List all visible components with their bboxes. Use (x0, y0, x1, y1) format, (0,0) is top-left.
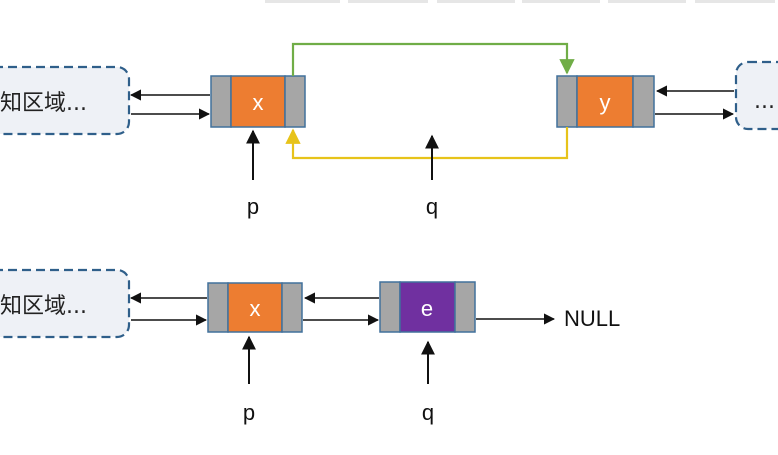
null-label: NULL (564, 306, 620, 331)
node-value: y (600, 90, 611, 115)
node-value: x (253, 90, 264, 115)
unknown-region-text: 知区域... (0, 294, 87, 319)
unknown-region-text: ... (754, 89, 775, 114)
node-e-bottom: e (379, 281, 476, 333)
node-x-bottom: x (207, 282, 303, 333)
pointer-p-label: p (243, 400, 255, 425)
next-pointer-cell (454, 281, 476, 333)
prior-pointer-cell (210, 75, 232, 128)
node-x-top: x (210, 75, 306, 128)
node-value: e (421, 296, 433, 321)
green-arrow-x-next-to-y (291, 42, 575, 76)
unknown-region-left-bottom: 知区域... (0, 268, 131, 339)
node-y-top: y (556, 75, 655, 128)
next-pointer-cell (281, 282, 303, 333)
prior-pointer-cell (379, 281, 401, 333)
data-cell (576, 75, 634, 128)
top-diagram: 知区域... ... x y (0, 42, 778, 219)
node-value: x (250, 296, 261, 321)
prior-pointer-cell (556, 75, 578, 128)
unknown-region-text: 知区域... (0, 91, 87, 116)
pointer-q-label: q (426, 194, 438, 219)
pointer-q-label: q (422, 400, 434, 425)
unknown-region-left-top: 知区域... (0, 65, 131, 136)
prior-pointer-cell (207, 282, 229, 333)
unknown-region-right-top: ... (734, 60, 778, 131)
data-cell (230, 75, 286, 128)
next-pointer-cell (284, 75, 306, 128)
bottom-diagram: 知区域... x e NULL p q (0, 268, 620, 425)
next-pointer-cell (632, 75, 655, 128)
top-tab-strip (265, 0, 775, 3)
pointer-p-label: p (247, 194, 259, 219)
yellow-arrow-y-prior-to-x (285, 127, 569, 160)
